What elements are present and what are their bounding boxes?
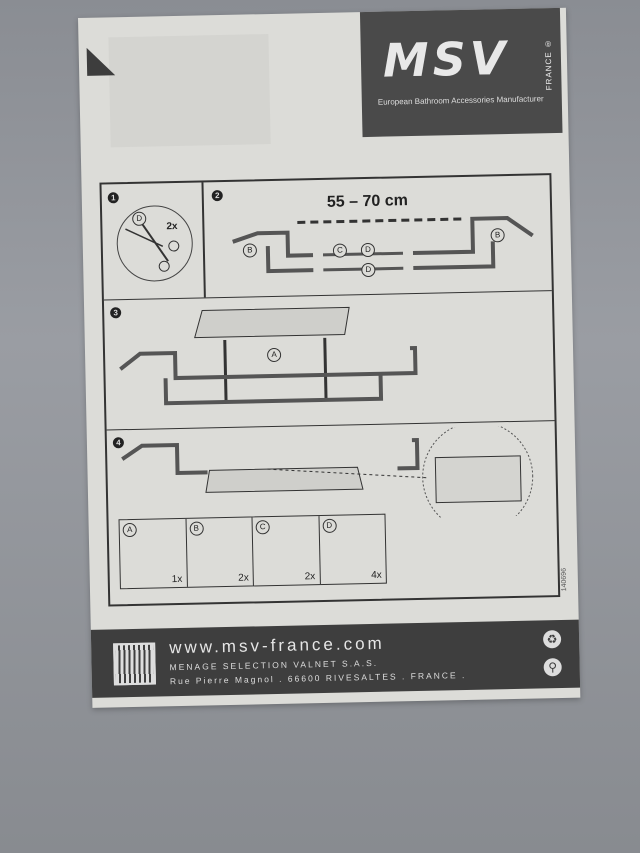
panel-step-4: 4 [107,420,557,525]
part-d-label: D [322,518,337,533]
divider [201,182,206,298]
company-name: MENAGE SELECTION VALNET S.A.S. [169,657,379,673]
scissors-detail-circle [115,204,194,283]
step-1-quantity: 2x [166,220,178,233]
document-code: 140696 [560,567,569,592]
part-b-qty: 2x [238,572,249,584]
corner-triangle [86,47,116,76]
part-a-label: A [122,522,137,538]
seat-insert-diagram [119,306,418,406]
brand-country: FRANCE ® [543,38,554,91]
part-a-qty: 1x [171,573,183,586]
part-a: A 1x [119,518,188,589]
website-url: www.msv-france.com [169,633,385,658]
scissors-icon [125,216,180,272]
qr-code[interactable] [113,642,156,686]
part-c: C 2x [252,516,321,586]
panel-step-3: 3 A [103,290,555,431]
show-through-print [108,34,271,148]
assembly-diagram-frame: 1 D 2x 2 55 – 70 cm B C D D B [99,173,561,607]
msv-logo: MSV [382,30,511,88]
parts-list: A 1x B 2x C 2x D 4x [118,513,387,590]
part-c-label: C [255,520,270,535]
assembled-seat-diagram [121,425,534,525]
step-1-number: 1 [107,192,119,204]
company-address: Rue Pierre Magnol . 66600 RIVESALTES . F… [169,670,467,687]
recycle-icon: ♻ [542,630,562,649]
part-b: B 2x [186,517,254,587]
part-b-label: B [189,521,204,536]
step-2-number: 2 [211,190,223,202]
instruction-leaflet: MSV FRANCE ® European Bathroom Accessori… [78,7,581,708]
brand-tagline: European Bathroom Accessories Manufactur… [377,94,544,107]
part-d-qty: 4x [371,569,382,581]
footer-band: www.msv-france.com MENAGE SELECTION VALN… [90,619,581,698]
panel-steps-1-2: 1 D 2x 2 55 – 70 cm B C D D B [101,175,552,301]
brand-header: MSV FRANCE ® European Bathroom Accessori… [359,7,563,138]
frame-tubes-diagram [232,216,534,274]
part-d: D 4x [319,515,386,584]
part-c-qty: 2x [304,571,316,583]
trash-sorting-icon: ⚲ [543,658,562,677]
